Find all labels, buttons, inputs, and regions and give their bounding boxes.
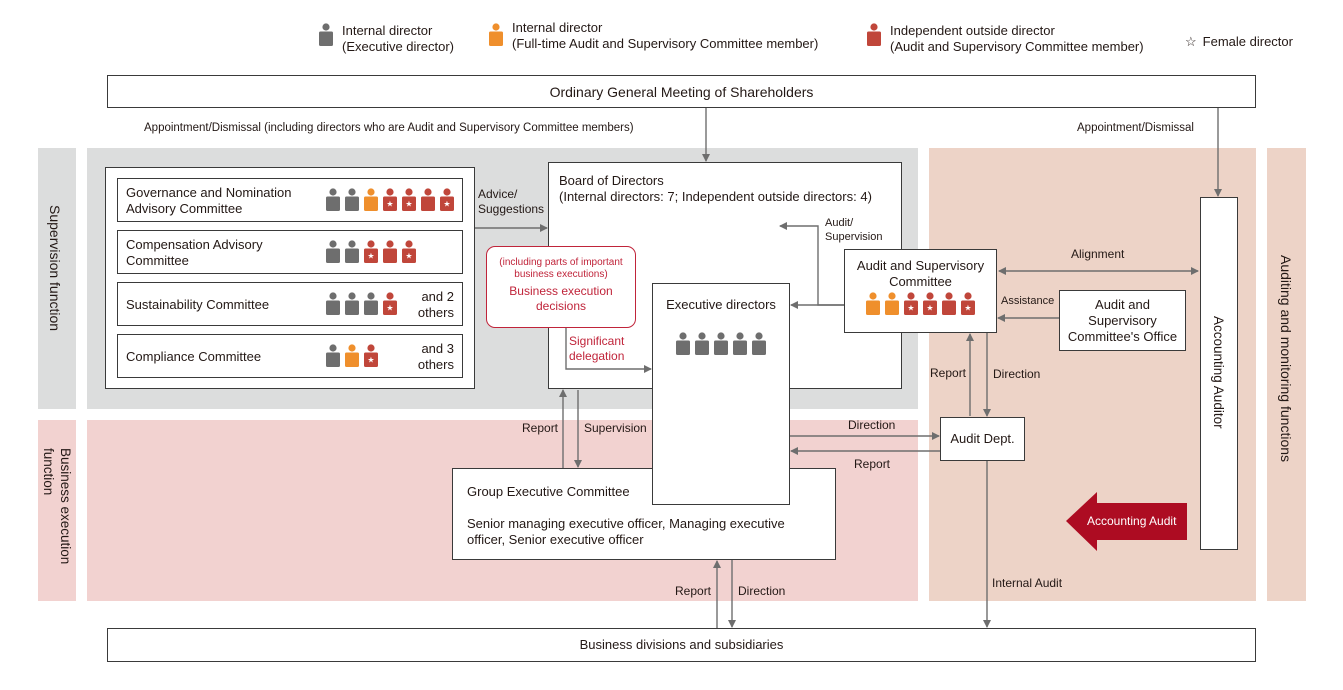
audit-member-person-icon <box>488 23 504 46</box>
legend-internal-audit: Internal director(Full-time Audit and Su… <box>488 20 818 52</box>
internal-director-person-icon <box>363 292 379 315</box>
legend-female: ☆ Female director <box>1185 34 1293 49</box>
svg-text:★: ★ <box>907 304 914 313</box>
committee-members: ★ ★ ★ <box>325 188 455 211</box>
internal-director-person-icon <box>318 23 334 46</box>
audit-supervision-label: Audit/ Supervision <box>825 217 883 243</box>
audit-member-person-icon <box>363 188 379 211</box>
svg-text:★: ★ <box>443 200 450 209</box>
executive-director-members <box>675 332 767 355</box>
auditing-function-band <box>1267 148 1306 601</box>
business-divisions-box: Business divisions and subsidiaries <box>107 628 1256 662</box>
audit-member-person-icon <box>865 292 881 315</box>
audit-dept-box: Audit Dept. <box>940 417 1025 461</box>
internal-director-person-icon <box>344 240 360 263</box>
significant-delegation-label: Significant delegation <box>569 334 625 363</box>
independent-director-female-person-icon: ★ <box>363 240 379 263</box>
direction-label-auditdept: Direction <box>848 418 896 432</box>
independent-director-female-person-icon: ★ <box>363 344 379 367</box>
internal-director-person-icon <box>325 344 341 367</box>
internal-audit-label: Internal Audit <box>992 576 1063 590</box>
audit-member-person-icon <box>344 344 360 367</box>
internal-director-person-icon <box>694 332 710 355</box>
committee-governance-nomination: Governance and Nomination Advisory Commi… <box>117 178 463 222</box>
appointment-dismissal-auditor-label: Appointment/Dismissal <box>1077 122 1194 134</box>
direction-label-committee: Direction <box>993 367 1041 381</box>
internal-director-person-icon <box>751 332 767 355</box>
independent-director-female-person-icon: ★ <box>382 188 398 211</box>
star-icon: ☆ <box>1185 34 1197 49</box>
audit-committee-office-box: Audit and Supervisory Committee's Office <box>1059 290 1186 351</box>
shareholders-meeting-box: Ordinary General Meeting of Shareholders <box>107 75 1256 108</box>
committee-extra: and 3 others <box>417 341 454 372</box>
independent-director-female-person-icon: ★ <box>382 292 398 315</box>
direction-label-divisions: Direction <box>738 584 786 598</box>
internal-director-person-icon <box>325 292 341 315</box>
advice-suggestions-label: Advice/ Suggestions <box>478 187 545 216</box>
independent-director-female-person-icon: ★ <box>401 188 417 211</box>
independent-director-person-icon <box>941 292 957 315</box>
assistance-label: Assistance <box>1001 295 1055 307</box>
business-execution-decisions-box: (including parts of important business e… <box>486 246 636 328</box>
svg-text:★: ★ <box>367 356 374 365</box>
svg-text:★: ★ <box>367 252 374 261</box>
executive-directors-overlap <box>652 467 790 505</box>
alignment-label: Alignment <box>1071 247 1125 261</box>
report-label-board: Report <box>522 421 559 435</box>
supervision-function-band <box>38 148 76 409</box>
report-label-divisions: Report <box>675 584 712 598</box>
independent-director-person-icon <box>866 23 882 46</box>
supervision-label-board: Supervision <box>584 421 647 435</box>
committee-compensation: Compensation Advisory Committee ★★ <box>117 230 463 274</box>
audit-committee-members: ★ ★ ★ <box>865 292 976 315</box>
svg-text:★: ★ <box>405 252 412 261</box>
internal-director-person-icon <box>713 332 729 355</box>
independent-director-female-person-icon: ★ <box>903 292 919 315</box>
business-function-band <box>38 420 76 601</box>
accounting-auditor-box: Accounting Auditor <box>1200 197 1238 550</box>
supervision-function-label: Supervision function <box>47 205 63 332</box>
audit-supervisory-committee-box: Audit and Supervisory Committee ★★★ <box>844 249 997 333</box>
committee-members: ★★ <box>325 240 417 263</box>
independent-director-female-person-icon: ★ <box>922 292 938 315</box>
accounting-audit-label: Accounting Audit <box>1087 514 1177 528</box>
internal-director-person-icon <box>675 332 691 355</box>
svg-text:★: ★ <box>386 200 393 209</box>
svg-text:★: ★ <box>386 304 393 313</box>
internal-director-person-icon <box>344 292 360 315</box>
business-function-label: Business execution function <box>41 448 73 565</box>
internal-director-person-icon <box>325 188 341 211</box>
legend-internal-exec: Internal director(Executive director) <box>318 23 454 55</box>
independent-director-person-icon <box>420 188 436 211</box>
report-label-auditdept: Report <box>854 457 891 471</box>
report-label-committee: Report <box>930 366 967 380</box>
svg-text:★: ★ <box>964 304 971 313</box>
svg-text:★: ★ <box>405 200 412 209</box>
independent-director-female-person-icon: ★ <box>401 240 417 263</box>
svg-text:★: ★ <box>926 304 933 313</box>
internal-director-person-icon <box>732 332 748 355</box>
committee-members: ★ <box>325 292 398 315</box>
internal-director-person-icon <box>325 240 341 263</box>
committee-compliance: Compliance Committee ★ and 3 others <box>117 334 463 378</box>
audit-member-person-icon <box>884 292 900 315</box>
auditing-function-label: Auditing and monitoring functions <box>1278 255 1294 463</box>
appointment-dismissal-label: Appointment/Dismissal (including directo… <box>144 122 634 134</box>
committee-members: ★ <box>325 344 379 367</box>
committee-sustainability: Sustainability Committee ★ and 2 others <box>117 282 463 326</box>
legend-independent: Independent outside director(Audit and S… <box>866 23 1144 55</box>
independent-director-female-person-icon: ★ <box>960 292 976 315</box>
independent-director-person-icon <box>382 240 398 263</box>
internal-director-person-icon <box>344 188 360 211</box>
committee-extra: and 2 others <box>417 289 454 320</box>
independent-director-female-person-icon: ★ <box>439 188 455 211</box>
